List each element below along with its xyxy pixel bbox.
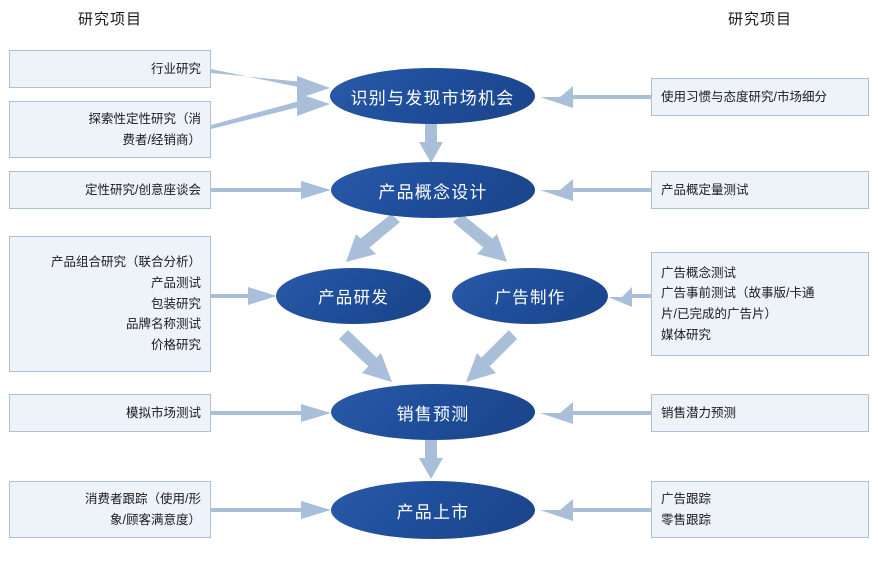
arrow-left5-to-forecast — [211, 404, 331, 422]
box-line: 产品组合研究（联合分析） — [50, 255, 201, 270]
left-box-industry-research[interactable]: 行业研究 — [9, 50, 211, 88]
box-line: 片/已完成的广告片） — [661, 307, 777, 321]
right-box-ad-retail-tracking[interactable]: 广告跟踪 零售跟踪 — [651, 481, 869, 538]
box-line: 使用习惯与态度研究/市场细分 — [661, 89, 827, 104]
arrow-right2-to-concept — [540, 179, 651, 201]
box-line: 价格研究 — [150, 337, 201, 352]
right-column-title: 研究项目 — [727, 11, 792, 28]
node-label: 产品上市 — [396, 502, 470, 522]
arrow-concept-to-rd — [346, 214, 400, 262]
box-line: 产品测试 — [150, 276, 201, 291]
box-line: 象/顾客满意度） — [110, 512, 201, 527]
node-ad-production[interactable]: 广告制作 — [452, 268, 608, 324]
right-box-concept-quantitative-test[interactable]: 产品概定量测试 — [651, 171, 869, 209]
box-line: 定性研究/创意座谈会 — [85, 182, 201, 197]
right-box-advertising-tests[interactable]: 广告概念测试 广告事前测试（故事版/卡通 片/已完成的广告片） 媒体研究 — [651, 252, 869, 356]
arrow-left6-to-launch — [211, 501, 331, 519]
node-label: 产品概念设计 — [378, 182, 488, 202]
node-label: 广告制作 — [494, 289, 566, 307]
box-line: 广告跟踪 — [661, 491, 712, 506]
box-line: 广告概念测试 — [661, 265, 737, 280]
node-product-concept-design[interactable]: 产品概念设计 — [331, 162, 535, 218]
box-line: 媒体研究 — [661, 327, 712, 342]
box-line: 品牌名称测试 — [125, 317, 201, 332]
arrow-right1-to-opportunity — [540, 86, 651, 108]
box-line: 产品概定量测试 — [661, 182, 749, 197]
left-box-product-mix-research[interactable]: 产品组合研究（联合分析） 产品测试 包装研究 品牌名称测试 价格研究 — [9, 236, 211, 372]
box-line: 探索性定性研究（消 — [88, 111, 201, 126]
box-line: 销售潜力预测 — [661, 405, 737, 420]
box-line: 零售跟踪 — [661, 512, 712, 527]
arrow-right5-to-launch — [540, 499, 651, 521]
box-line: 行业研究 — [150, 61, 201, 76]
arrow-left1-to-opportunity — [211, 69, 330, 99]
node-identify-market-opportunity[interactable]: 识别与发现市场机会 — [330, 68, 535, 124]
node-product-launch[interactable]: 产品上市 — [331, 481, 535, 539]
box-line: 模拟市场测试 — [125, 405, 201, 420]
right-box-usage-attitude-segmentation[interactable]: 使用习惯与态度研究/市场细分 — [651, 78, 869, 116]
node-label: 识别与发现市场机会 — [350, 88, 515, 108]
arrow-ad-to-forecast — [466, 330, 517, 382]
box-line: 广告事前测试（故事版/卡通 — [661, 286, 815, 301]
arrow-opportunity-to-concept — [419, 124, 443, 163]
arrow-left3-to-concept — [211, 181, 331, 199]
box-line: 费者/经销商） — [122, 132, 201, 147]
node-label: 销售预测 — [396, 404, 470, 424]
node-sales-forecast[interactable]: 销售预测 — [331, 384, 535, 440]
arrow-right3-to-ad — [608, 287, 651, 307]
left-box-exploratory-qualitative[interactable]: 探索性定性研究（消 费者/经销商） — [9, 101, 211, 158]
left-box-consumer-tracking[interactable]: 消费者跟踪（使用/形 象/顾客满意度） — [9, 481, 211, 538]
right-box-sales-potential-forecast[interactable]: 销售潜力预测 — [651, 394, 869, 432]
arrow-concept-to-ad — [453, 214, 507, 262]
node-product-rd[interactable]: 产品研发 — [276, 268, 431, 324]
node-label: 产品研发 — [318, 289, 389, 307]
left-box-simulated-market-test[interactable]: 模拟市场测试 — [9, 394, 211, 432]
left-box-qualitative-focus-group[interactable]: 定性研究/创意座谈会 — [9, 171, 211, 209]
box-line: 包装研究 — [150, 296, 201, 311]
arrow-left2-to-opportunity — [211, 93, 330, 129]
left-column-title: 研究项目 — [77, 11, 142, 28]
arrow-forecast-to-launch — [419, 440, 443, 479]
box-line: 消费者跟踪（使用/形 — [85, 491, 201, 506]
arrow-right4-to-forecast — [540, 402, 651, 424]
arrow-left4-to-rd — [211, 287, 277, 305]
arrow-rd-to-forecast — [339, 330, 392, 382]
